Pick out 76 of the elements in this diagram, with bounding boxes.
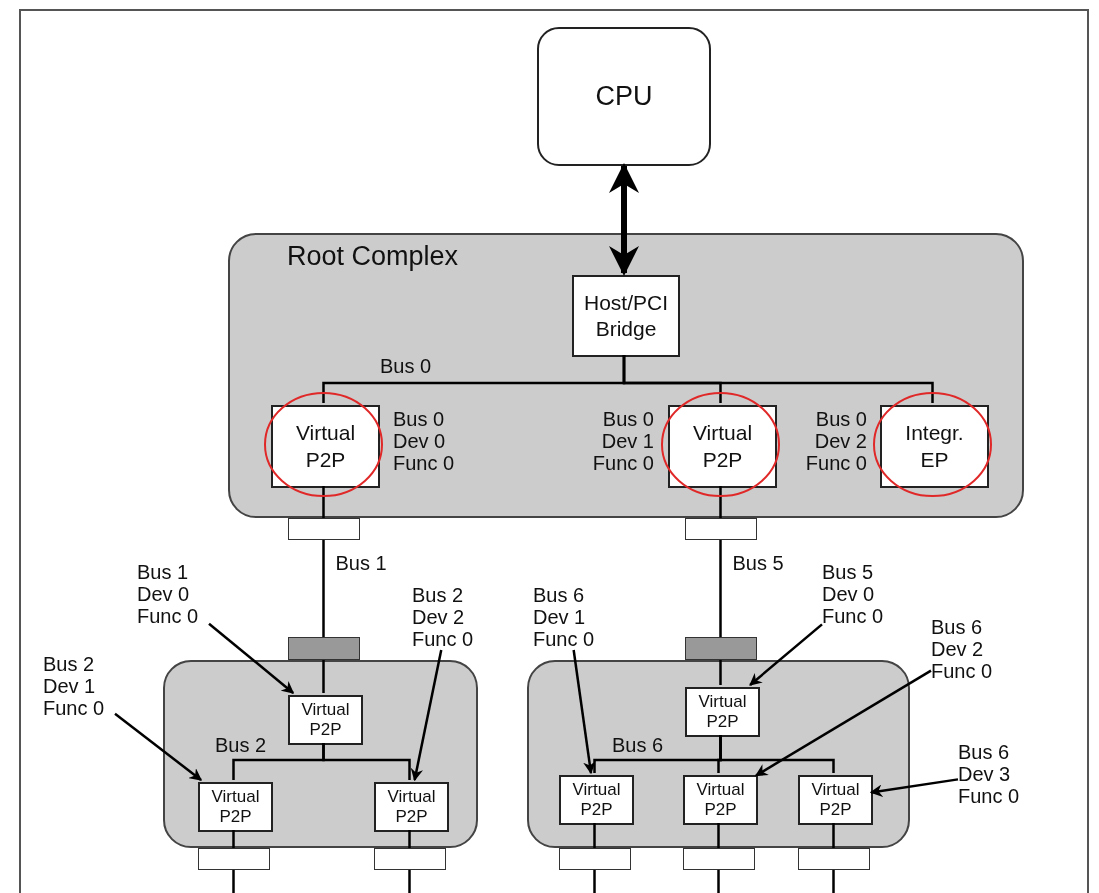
node-label: Virtual P2P	[571, 780, 622, 820]
bus-line	[622, 355, 934, 403]
bus-line	[232, 830, 235, 848]
bus-label: Bus 6	[612, 734, 664, 757]
bridge-block	[880, 405, 989, 488]
bridge-block	[798, 775, 873, 825]
node-label: Virtual P2P	[695, 780, 746, 820]
port-block	[797, 848, 870, 870]
port-block	[558, 848, 631, 870]
bus-line	[717, 823, 720, 848]
callout-text: Bus 6 Dev 1 Func 0	[533, 584, 596, 650]
bus-line	[408, 870, 411, 893]
callout-text: Bus 2 Dev 1 Func 0	[43, 653, 106, 719]
bus-line	[717, 870, 720, 893]
bus-line	[719, 660, 722, 685]
port-block	[287, 518, 360, 540]
bridge-block	[559, 775, 634, 825]
callout-arrow	[114, 712, 203, 781]
node-label: Virtual P2P	[210, 787, 261, 827]
bridge-block	[683, 775, 758, 825]
bus-line	[408, 830, 411, 848]
cpu-box	[537, 27, 711, 166]
node-label: Virtual P2P	[294, 420, 357, 473]
bus-line	[232, 870, 235, 893]
bridge-block	[668, 405, 777, 488]
node-label: Host/PCI Bridge	[583, 289, 669, 342]
port-block	[287, 637, 360, 660]
bus-label: Bus 2	[215, 734, 267, 757]
port-block	[373, 848, 446, 870]
node-label: CPU	[595, 81, 653, 112]
bus-line	[719, 486, 722, 518]
callout-text: Bus 5 Dev 0 Func 0	[822, 561, 885, 627]
callout-arrow	[749, 623, 823, 686]
node-label: Virtual P2P	[697, 692, 748, 732]
callout-text: Bus 6 Dev 3 Func 0	[958, 741, 1021, 807]
bus-line	[322, 486, 325, 518]
device-address: Bus 0 Dev 0 Func 0	[393, 408, 456, 474]
port-block	[684, 518, 757, 540]
switch-box	[527, 660, 910, 848]
port-block	[684, 637, 757, 660]
callout-arrow	[572, 649, 596, 775]
node-label: Virtual P2P	[691, 420, 754, 473]
callout-arrow	[754, 669, 932, 777]
callout-arrow	[869, 778, 959, 797]
bus-line	[322, 660, 325, 693]
bridge-block	[374, 782, 449, 832]
bus-line	[593, 870, 596, 893]
bridge-block	[198, 782, 273, 832]
callout-arrow	[208, 622, 295, 694]
switch-box	[163, 660, 478, 848]
node-label: Virtual P2P	[386, 787, 437, 827]
device-address: Bus 0 Dev 2 Func 0	[804, 408, 867, 474]
bridge-block	[572, 275, 680, 357]
node-label: Integr. EP	[904, 420, 965, 473]
bus-line	[719, 735, 835, 773]
bridge-block	[288, 695, 363, 745]
bridge-block	[685, 687, 760, 737]
bus-line	[832, 823, 835, 848]
bus-line	[719, 540, 722, 637]
device-address: Bus 0 Dev 1 Func 0	[591, 408, 654, 474]
arrow	[609, 163, 639, 276]
root-complex-box	[228, 233, 1024, 518]
bus-label: Bus 0	[380, 355, 432, 378]
callout-text: Bus 6 Dev 2 Func 0	[931, 616, 994, 682]
bus-line	[322, 743, 411, 780]
bus-line	[322, 540, 325, 637]
callout-text: Bus 1 Dev 0 Func 0	[137, 561, 200, 627]
node-label: Virtual P2P	[810, 780, 861, 820]
port-block	[682, 848, 755, 870]
port-block	[197, 848, 270, 870]
callout-text: Bus 2 Dev 2 Func 0	[412, 584, 475, 650]
bus-line	[593, 823, 596, 848]
bridge-block	[271, 405, 380, 488]
bus-line	[832, 870, 835, 893]
group-title: Root Complex	[287, 241, 459, 272]
node-label: Virtual P2P	[300, 700, 351, 740]
